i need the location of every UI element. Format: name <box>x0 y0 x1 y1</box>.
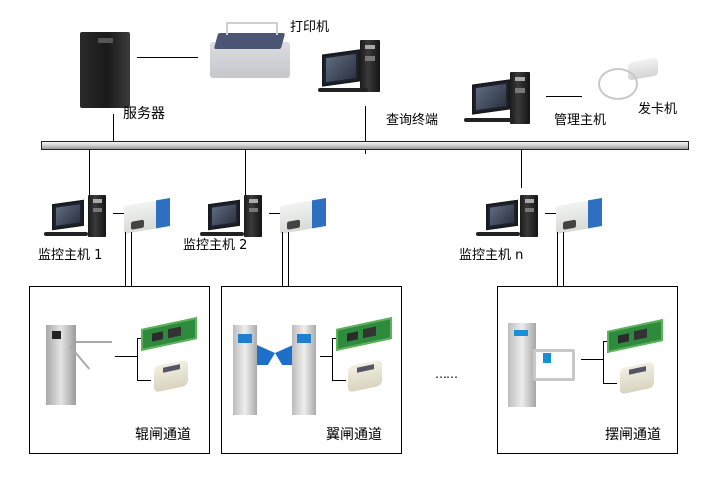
controller-board-icon <box>336 317 392 351</box>
desktop-pc-icon <box>520 195 538 237</box>
printer-label: 打印机 <box>290 20 330 35</box>
reader-branch <box>603 383 617 384</box>
gate-controller-link <box>115 356 137 357</box>
gate-controller-link <box>320 356 332 357</box>
serial-converter-icon <box>280 197 326 235</box>
controller-branch <box>332 338 333 380</box>
serial-converter-icon <box>556 197 602 235</box>
host1-bus-link <box>89 150 90 196</box>
pc-converter-link <box>113 213 125 214</box>
flap-wing-left <box>257 345 275 365</box>
management-cardissuer-link <box>546 96 582 97</box>
desktop-pc-icon <box>88 195 106 237</box>
desktop-pc-icon <box>244 195 262 237</box>
cable-icon <box>598 68 638 100</box>
channel-tripod: 辊闸通道 <box>29 286 210 454</box>
monitor-icon <box>52 199 84 231</box>
keyboard-icon <box>44 232 88 236</box>
reader-branch <box>137 380 151 381</box>
gate-controller-link <box>581 359 603 360</box>
serial-converter-icon <box>124 197 170 235</box>
channel-tripod-label: 辊闸通道 <box>135 427 191 443</box>
query-terminal-label: 查询终端 <box>386 113 439 128</box>
server-bus-link <box>113 114 114 142</box>
host2-channel-wire <box>282 232 283 287</box>
network-bus <box>41 141 689 150</box>
keyboard-icon <box>200 232 244 236</box>
server-printer-link <box>137 57 198 58</box>
desktop-pc-icon <box>360 40 380 92</box>
turnstile-arm <box>76 341 112 343</box>
monitor-host-2-label: 监控主机 2 <box>183 238 248 253</box>
flap-barrier-icon <box>233 325 257 415</box>
printer-icon <box>210 22 290 78</box>
keyboard-icon <box>464 118 514 122</box>
keyboard-icon <box>476 232 520 236</box>
monitor-icon <box>208 199 240 231</box>
swing-sign-icon <box>543 353 551 363</box>
controller-branch <box>137 338 138 380</box>
hostn-bus-link <box>521 150 522 188</box>
card-reader-icon <box>154 359 188 393</box>
card-reader-icon <box>348 359 382 393</box>
hostn-channel-wire <box>563 232 564 287</box>
host2-channel-wire <box>288 232 289 287</box>
desktop-pc-icon <box>510 72 530 124</box>
monitor-host-n-label: 监控主机 n <box>459 248 524 263</box>
card-issuer-label: 发卡机 <box>638 102 678 117</box>
hostn-channel-wire <box>557 232 558 287</box>
host2-bus-link <box>245 150 246 196</box>
channel-swing: 摆闸通道 <box>497 286 678 454</box>
server-label: 服务器 <box>123 106 165 122</box>
ellipsis: …… <box>435 367 458 381</box>
card-reader-icon <box>620 361 654 395</box>
channel-swing-label: 摆闸通道 <box>605 427 661 443</box>
controller-board-icon <box>141 317 197 351</box>
monitor-host-1-label: 监控主机 1 <box>38 248 103 263</box>
swing-gate-arm <box>533 349 575 381</box>
channel-flap-label: 翼闸通道 <box>326 427 382 443</box>
controller-board-icon <box>607 319 663 353</box>
host1-channel-wire <box>131 232 132 287</box>
pc-converter-link <box>269 213 281 214</box>
monitor-icon <box>472 79 510 115</box>
channel-flap: 翼闸通道 <box>221 286 402 454</box>
monitor-icon <box>322 49 360 87</box>
keyboard-icon <box>318 88 368 92</box>
monitor-icon <box>486 199 518 231</box>
flap-wing-right <box>275 345 293 365</box>
pc-converter-link <box>545 213 557 214</box>
flap-barrier-icon <box>292 325 316 415</box>
controller-branch <box>603 341 604 383</box>
host1-channel-wire <box>125 232 126 287</box>
reader-branch <box>332 380 346 381</box>
query-bus-link <box>365 106 366 154</box>
server-tower-icon <box>80 32 130 108</box>
tripod-turnstile-icon <box>46 325 76 405</box>
swing-gate-icon <box>508 323 536 407</box>
management-host-label: 管理主机 <box>554 113 607 128</box>
